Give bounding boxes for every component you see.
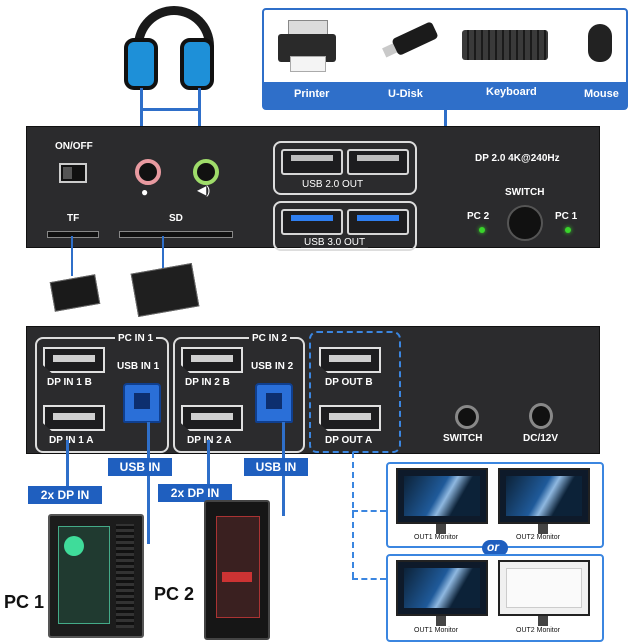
dp-in-1a-label: DP IN 1 A bbox=[47, 435, 96, 446]
pc1-tower-icon bbox=[48, 514, 144, 638]
out1-monitor-bottom-label: OUT1 Monitor bbox=[414, 627, 458, 634]
sd-label: SD bbox=[169, 213, 183, 224]
headset-icon bbox=[124, 6, 214, 90]
dp-in-2a-port[interactable] bbox=[181, 405, 243, 431]
switch-jack-label: SWITCH bbox=[443, 433, 483, 444]
usb2-label: USB 2.0 OUT bbox=[299, 179, 367, 190]
pc1-led bbox=[565, 227, 571, 233]
dp-out-b-label: DP OUT B bbox=[325, 377, 373, 388]
sd-slot[interactable] bbox=[119, 231, 233, 238]
switch-jack[interactable] bbox=[455, 405, 479, 429]
usb-in-2-port[interactable] bbox=[255, 383, 293, 423]
pc2-label: PC 2 bbox=[467, 211, 490, 222]
keyboard-icon bbox=[462, 30, 548, 60]
pc2-label: PC 2 bbox=[154, 584, 195, 604]
speaker-icon: ◀) bbox=[197, 183, 211, 197]
mic-jack[interactable] bbox=[135, 159, 161, 185]
power-switch[interactable] bbox=[59, 163, 87, 183]
out2-monitor-bottom-icon bbox=[498, 560, 590, 626]
dc-jack[interactable] bbox=[529, 403, 553, 429]
out1-monitor-bottom-icon bbox=[396, 560, 488, 626]
out1-monitor-top-label: OUT1 Monitor bbox=[414, 534, 458, 541]
pc1-label: PC 1 bbox=[4, 592, 45, 612]
sd-link bbox=[162, 236, 164, 272]
dp-cable-1 bbox=[66, 440, 69, 490]
dp-out-a-label: DP OUT A bbox=[325, 435, 373, 446]
switch-button-top[interactable] bbox=[507, 205, 543, 241]
pc-in-1-label: PC IN 1 bbox=[115, 333, 157, 344]
sd-card-icon bbox=[130, 262, 200, 318]
or-text: or bbox=[487, 540, 499, 554]
pc2-led bbox=[479, 227, 485, 233]
tf-slot[interactable] bbox=[47, 231, 99, 238]
pc-in-2-label: PC IN 2 bbox=[249, 333, 291, 344]
usb-in-2-label: USB IN 2 bbox=[251, 361, 294, 372]
dp-cable-2 bbox=[207, 440, 210, 488]
headset-cable-left bbox=[140, 88, 143, 126]
headphone-jack[interactable] bbox=[193, 159, 219, 185]
usb2-port-1[interactable] bbox=[281, 149, 343, 175]
pc-in-1-group bbox=[35, 337, 169, 453]
pc1-label: PC 1 bbox=[555, 211, 578, 222]
usb3-port-2[interactable] bbox=[347, 209, 409, 235]
dc-label: DC/12V bbox=[523, 433, 559, 444]
usb-cable-1 bbox=[147, 422, 150, 544]
tf-link bbox=[71, 236, 73, 276]
microphone-icon: ● bbox=[141, 185, 149, 199]
headset-cable-right bbox=[198, 88, 201, 126]
usb-in-1-label: USB IN 1 bbox=[117, 361, 160, 372]
dp-in-cable-label-1: 2x DP IN bbox=[28, 486, 102, 504]
tf-label: TF bbox=[67, 213, 80, 224]
usb3-group bbox=[273, 201, 417, 251]
printer-icon bbox=[278, 20, 336, 72]
dp-out-group bbox=[309, 331, 401, 453]
switch-label-top: SWITCH bbox=[505, 187, 545, 198]
mouse-label: Mouse bbox=[584, 88, 619, 100]
keyboard-label: Keyboard bbox=[486, 86, 537, 98]
usb-in-cable-label-1: USB IN bbox=[108, 458, 172, 476]
usb-in-1-port[interactable] bbox=[123, 383, 161, 423]
dp-in-1a-port[interactable] bbox=[43, 405, 105, 431]
out2-monitor-top-label: OUT2 Monitor bbox=[516, 534, 560, 541]
usb3-port-1[interactable] bbox=[281, 209, 343, 235]
usb2-port-2[interactable] bbox=[347, 149, 409, 175]
pc2-tower-icon bbox=[204, 500, 270, 640]
dp-out-link-h1 bbox=[352, 510, 386, 512]
power-label: ON/OFF bbox=[55, 141, 93, 152]
dp-in-1b-label: DP IN 1 B bbox=[47, 377, 92, 388]
udisk-label: U-Disk bbox=[388, 88, 423, 100]
model-label: DP 2.0 4K@240Hz bbox=[475, 153, 560, 164]
out2-monitor-bottom-label: OUT2 Monitor bbox=[516, 627, 560, 634]
mouse-icon bbox=[588, 24, 612, 62]
out2-monitor-top-icon bbox=[498, 468, 590, 534]
tf-card-icon bbox=[49, 274, 101, 312]
peripherals-label-bar bbox=[264, 82, 626, 108]
dp-out-a-port[interactable] bbox=[319, 405, 381, 431]
or-badge bbox=[482, 540, 508, 556]
dp-in-cable-label-2: 2x DP IN bbox=[158, 484, 232, 502]
printer-label: Printer bbox=[294, 88, 330, 100]
dp-out-link-h2 bbox=[352, 578, 386, 580]
dp-out-b-port[interactable] bbox=[319, 347, 381, 373]
usb3-label: USB 3.0 OUT bbox=[301, 237, 369, 248]
dp-in-2b-port[interactable] bbox=[181, 347, 243, 373]
usb2-group bbox=[273, 141, 417, 195]
dp-in-1b-port[interactable] bbox=[43, 347, 105, 373]
udisk-icon bbox=[380, 21, 439, 63]
headset-cable-join bbox=[140, 108, 201, 111]
rear-panel: PC IN 1 DP IN 1 B DP IN 1 A USB IN 1 PC … bbox=[26, 326, 600, 454]
dp-out-link-v bbox=[352, 452, 354, 578]
out1-monitor-top-icon bbox=[396, 468, 488, 534]
peripherals-box: Printer U-Disk Keyboard Mouse bbox=[262, 8, 628, 110]
pc-in-2-group bbox=[173, 337, 305, 453]
front-panel: ON/OFF TF SD ● ◀) USB 2.0 OUT USB 3.0 OU… bbox=[26, 126, 600, 251]
dp-in-2b-label: DP IN 2 B bbox=[185, 377, 230, 388]
usb-in-cable-label-2: USB IN bbox=[244, 458, 308, 476]
